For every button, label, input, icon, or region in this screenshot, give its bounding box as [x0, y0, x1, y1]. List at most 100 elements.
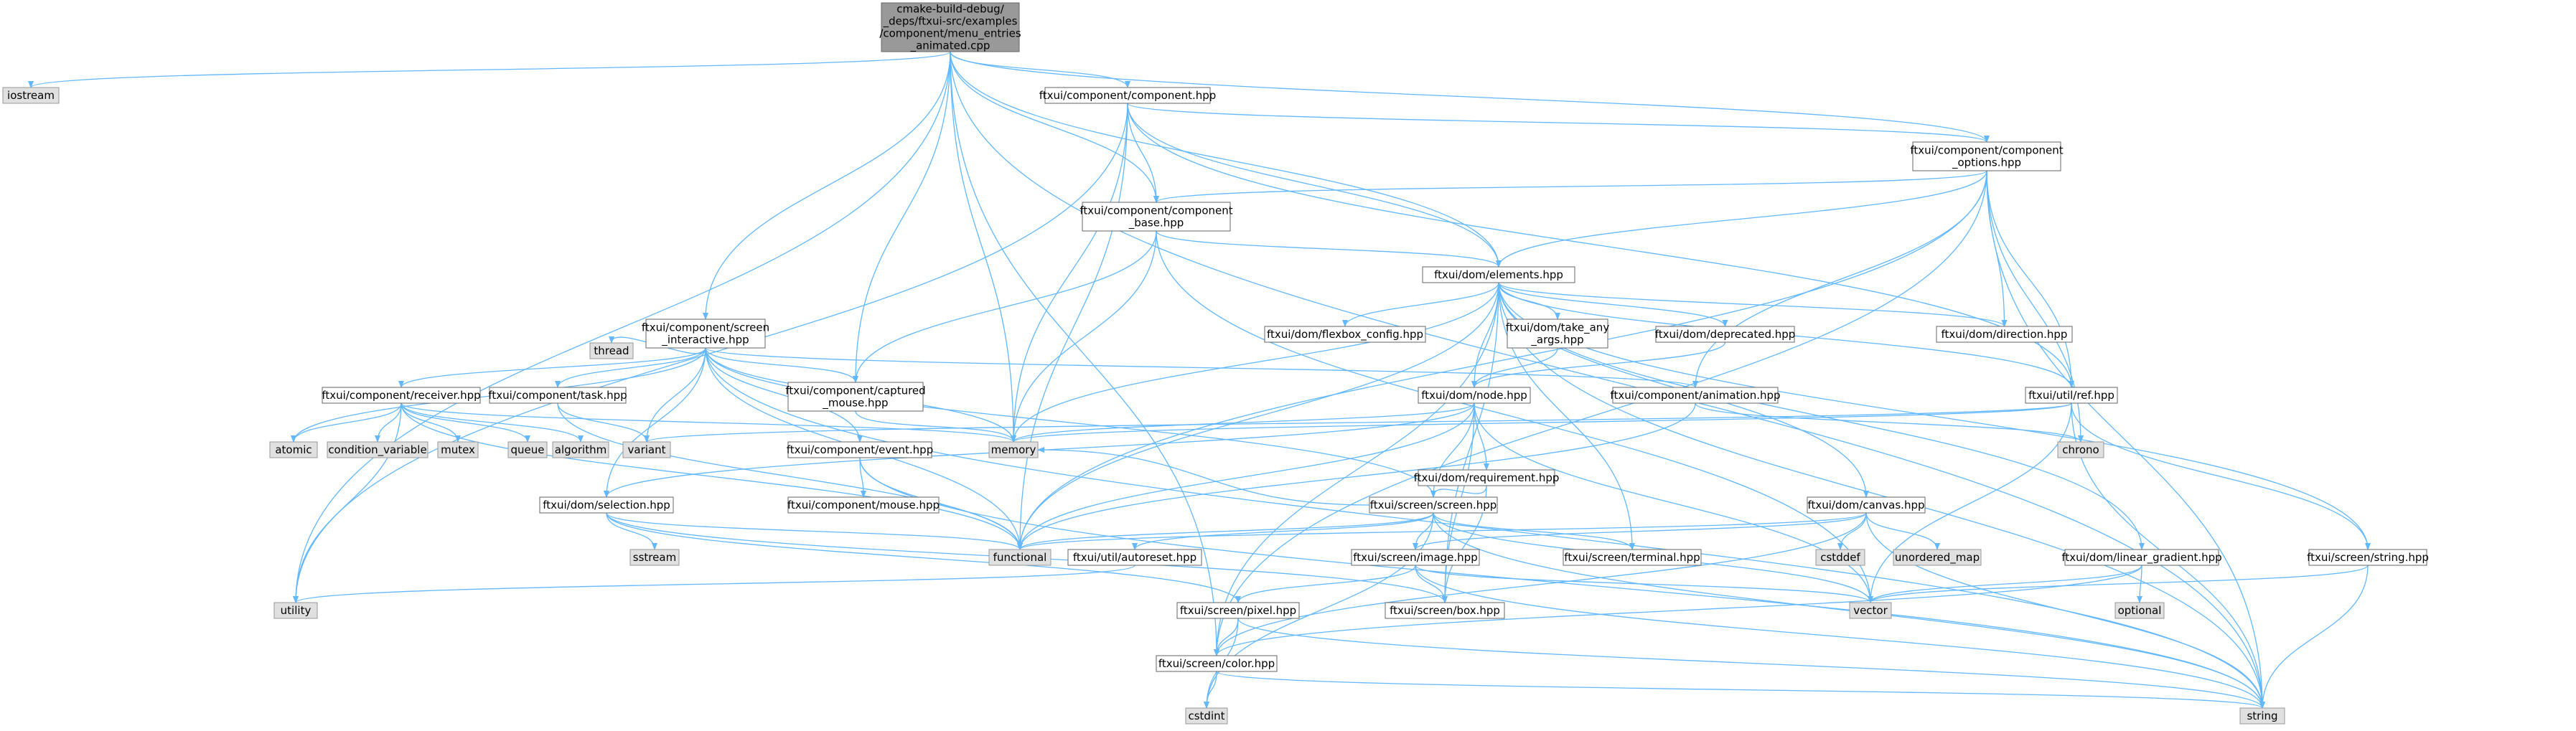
node-label-component_base: ftxui/component/component — [1079, 204, 1232, 217]
node-root[interactable]: cmake-build-debug/_deps/ftxui-src/exampl… — [879, 2, 1021, 53]
edge-screen_string-to-vector — [1868, 565, 2369, 603]
node-label-autoreset: ftxui/util/autoreset.hpp — [1073, 551, 1196, 564]
node-label-vector: vector — [1853, 604, 1888, 617]
node-box-task — [489, 387, 627, 404]
node-pixel[interactable]: ftxui/screen/pixel.hpp — [1176, 602, 1300, 619]
node-condition_variable: condition_variable — [327, 441, 428, 458]
node-label-component_hpp: ftxui/component/component.hpp — [1039, 89, 1217, 102]
node-task[interactable]: ftxui/component/task.hpp — [488, 387, 627, 404]
node-canvas[interactable]: ftxui/dom/canvas.hpp — [1807, 496, 1926, 514]
node-box-canvas — [1807, 496, 1926, 514]
node-direction[interactable]: ftxui/dom/direction.hpp — [1936, 326, 2073, 343]
node-box-thread — [589, 342, 634, 359]
node-event[interactable]: ftxui/component/event.hpp — [787, 441, 933, 458]
node-string: string — [2239, 707, 2285, 725]
node-label-elements: ftxui/dom/elements.hpp — [1434, 268, 1563, 281]
edge-root-to-iostream — [28, 51, 951, 88]
edge-screen_interactive-to-task — [555, 347, 706, 388]
edge-ref-to-screen_string — [2071, 402, 2371, 550]
node-image[interactable]: ftxui/screen/image.hpp — [1351, 549, 1480, 566]
node-requirement[interactable]: ftxui/dom/requirement.hpp — [1414, 469, 1560, 486]
edge-root-to-component_base — [950, 51, 1159, 203]
node-component_base[interactable]: ftxui/component/component_base.hpp — [1079, 202, 1233, 232]
edge-event-to-string — [859, 457, 2265, 709]
node-selection[interactable]: ftxui/dom/selection.hpp — [539, 496, 674, 514]
edge-canvas-to-string — [1865, 512, 2265, 709]
node-label-animation: ftxui/component/animation.hpp — [1610, 389, 1780, 402]
node-deprecated[interactable]: ftxui/dom/deprecated.hpp — [1655, 326, 1796, 343]
node-node[interactable]: ftxui/dom/node.hpp — [1418, 387, 1531, 404]
node-screen_string[interactable]: ftxui/screen/string.hpp — [2307, 549, 2429, 566]
node-terminal[interactable]: ftxui/screen/terminal.hpp — [1563, 549, 1702, 566]
edge-component_base-to-elements — [1156, 230, 1502, 268]
node-label-utility: utility — [281, 604, 312, 617]
edge-screen_hpp-to-memory — [1037, 447, 1370, 506]
edge-elements-to-direction — [1498, 282, 2008, 327]
node-component_hpp[interactable]: ftxui/component/component.hpp — [1039, 87, 1217, 104]
node-box-variant — [622, 441, 671, 458]
node-utility: utility — [273, 602, 318, 619]
node-label-pixel: ftxui/screen/pixel.hpp — [1180, 604, 1296, 617]
node-box-iostream — [2, 87, 60, 104]
edge-receiver-to-functional — [401, 402, 1023, 550]
edge-screen_interactive-to-variant — [644, 347, 706, 443]
node-label-algorithm: algorithm — [555, 443, 606, 456]
node-label-deprecated: ftxui/dom/deprecated.hpp — [1655, 328, 1796, 341]
node-captured_mouse[interactable]: ftxui/component/captured_mouse.hpp — [785, 382, 926, 412]
node-flexbox_config[interactable]: ftxui/dom/flexbox_config.hpp — [1264, 326, 1426, 343]
node-box-selection — [539, 496, 674, 514]
edge-component_options-to-color — [1214, 170, 1987, 656]
node-label-take_any_args: ftxui/dom/take_any — [1506, 321, 1610, 335]
node-animation[interactable]: ftxui/component/animation.hpp — [1610, 387, 1781, 404]
node-label-root: cmake-build-debug/ — [896, 3, 1004, 16]
node-label-requirement: ftxui/dom/requirement.hpp — [1414, 471, 1560, 484]
node-screen_hpp[interactable]: ftxui/screen/screen.hpp — [1369, 496, 1498, 514]
node-color[interactable]: ftxui/screen/color.hpp — [1156, 655, 1278, 672]
edge-screen_string-to-string — [2259, 565, 2369, 709]
edge-component_base-to-captured_mouse — [853, 230, 1157, 383]
edge-elements-to-terminal — [1498, 282, 1635, 550]
edge-elements-to-flexbox_config — [1342, 282, 1499, 327]
edge-receiver-to-atomic — [291, 402, 402, 443]
node-screen_interactive[interactable]: ftxui/component/screen_interactive.hpp — [642, 319, 769, 349]
node-box[interactable]: ftxui/screen/box.hpp — [1385, 602, 1505, 619]
node-receiver[interactable]: ftxui/component/receiver.hpp — [322, 387, 481, 404]
edge-elements-to-node — [1471, 282, 1499, 388]
node-linear_gradient[interactable]: ftxui/dom/linear_gradient.hpp — [2061, 549, 2222, 566]
edge-component_base-to-vector — [1156, 230, 1873, 603]
edge-canvas-to-cstddef — [1837, 512, 1867, 550]
edge-deprecated-to-node — [1471, 341, 1726, 388]
node-label-component_options: ftxui/component/component — [1910, 144, 2063, 157]
node-label-event: ftxui/component/event.hpp — [787, 443, 933, 456]
edge-event-to-mouse — [859, 457, 866, 498]
node-box-functional — [988, 549, 1052, 566]
node-box-deprecated — [1655, 326, 1795, 343]
node-label-component_options: _options.hpp — [1952, 156, 2021, 170]
node-box-vector — [1849, 602, 1892, 619]
node-box-animation — [1612, 387, 1779, 404]
edge-screen_hpp-to-string — [1433, 512, 2265, 709]
node-mouse[interactable]: ftxui/component/mouse.hpp — [787, 496, 940, 514]
edge-screen_interactive-to-screen_hpp — [705, 347, 1436, 498]
node-vector: vector — [1849, 602, 1892, 619]
node-label-flexbox_config: ftxui/dom/flexbox_config.hpp — [1267, 328, 1423, 341]
node-label-take_any_args: _args.hpp — [1530, 334, 1583, 347]
node-autoreset[interactable]: ftxui/util/autoreset.hpp — [1067, 549, 1202, 566]
node-box-queue — [507, 441, 548, 458]
edge-screen_hpp-to-functional — [1017, 512, 1434, 550]
edge-root-to-memory — [950, 51, 1016, 443]
node-box-linear_gradient — [2064, 549, 2219, 566]
node-label-string: string — [2247, 709, 2277, 722]
node-box-unordered_map — [1893, 549, 1982, 566]
edge-autoreset-to-utility — [293, 565, 1135, 603]
node-box-cstddef — [1815, 549, 1865, 566]
edge-canvas-to-unordered_map — [1865, 512, 1940, 550]
edge-animation-to-chrono — [1695, 402, 2084, 443]
node-component_options[interactable]: ftxui/component/component_options.hpp — [1910, 141, 2064, 171]
edge-receiver-to-utility — [293, 402, 402, 603]
node-elements[interactable]: ftxui/dom/elements.hpp — [1422, 266, 1575, 283]
node-box-atomic — [269, 441, 318, 458]
node-take_any_args[interactable]: ftxui/dom/take_any_args.hpp — [1506, 319, 1610, 349]
node-box-image — [1351, 549, 1480, 566]
node-ref[interactable]: ftxui/util/ref.hpp — [2025, 387, 2118, 404]
